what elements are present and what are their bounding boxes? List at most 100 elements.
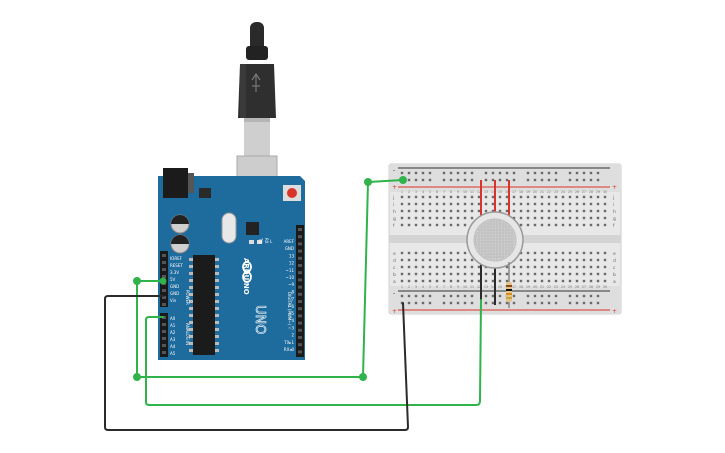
- breadboard-hole[interactable]: [540, 251, 544, 255]
- breadboard-hole[interactable]: [589, 272, 593, 276]
- breadboard-hole[interactable]: [540, 265, 544, 269]
- breadboard-hole[interactable]: [470, 265, 474, 269]
- rail-hole[interactable]: [407, 301, 411, 305]
- header-pin[interactable]: [298, 264, 302, 267]
- breadboard-hole[interactable]: [575, 279, 579, 283]
- rail-hole[interactable]: [554, 178, 558, 182]
- breadboard-hole[interactable]: [449, 251, 453, 255]
- breadboard-hole[interactable]: [596, 202, 600, 206]
- rail-hole[interactable]: [533, 178, 537, 182]
- rail-hole[interactable]: [582, 178, 586, 182]
- breadboard-hole[interactable]: [414, 251, 418, 255]
- breadboard-hole[interactable]: [547, 195, 551, 199]
- rail-hole[interactable]: [428, 171, 432, 175]
- breadboard-hole[interactable]: [484, 279, 488, 283]
- rail-hole[interactable]: [512, 178, 516, 182]
- breadboard-hole[interactable]: [456, 265, 460, 269]
- rail-hole[interactable]: [512, 301, 516, 305]
- breadboard-hole[interactable]: [456, 251, 460, 255]
- breadboard-hole[interactable]: [575, 258, 579, 262]
- breadboard-hole[interactable]: [561, 195, 565, 199]
- breadboard-hole[interactable]: [540, 202, 544, 206]
- breadboard-hole[interactable]: [561, 265, 565, 269]
- breadboard-hole[interactable]: [589, 223, 593, 227]
- breadboard-hole[interactable]: [414, 202, 418, 206]
- breadboard-hole[interactable]: [435, 216, 439, 220]
- rail-hole[interactable]: [547, 294, 551, 298]
- breadboard-hole[interactable]: [435, 209, 439, 213]
- rail-hole[interactable]: [596, 301, 600, 305]
- breadboard-hole[interactable]: [540, 195, 544, 199]
- header-pin[interactable]: [162, 303, 166, 306]
- breadboard-hole[interactable]: [589, 251, 593, 255]
- breadboard-hole[interactable]: [603, 279, 607, 283]
- breadboard-hole[interactable]: [533, 265, 537, 269]
- breadboard-hole[interactable]: [421, 279, 425, 283]
- breadboard-hole[interactable]: [589, 265, 593, 269]
- breadboard-hole[interactable]: [575, 195, 579, 199]
- breadboard-hole[interactable]: [533, 195, 537, 199]
- breadboard-hole[interactable]: [428, 209, 432, 213]
- breadboard-hole[interactable]: [470, 279, 474, 283]
- breadboard-hole[interactable]: [400, 251, 404, 255]
- breadboard-hole[interactable]: [463, 223, 467, 227]
- breadboard-hole[interactable]: [456, 209, 460, 213]
- rail-hole[interactable]: [407, 171, 411, 175]
- breadboard-hole[interactable]: [498, 279, 502, 283]
- breadboard-hole[interactable]: [442, 223, 446, 227]
- rail-hole[interactable]: [498, 171, 502, 175]
- header-pin[interactable]: [298, 249, 302, 253]
- breadboard-hole[interactable]: [533, 251, 537, 255]
- breadboard-hole[interactable]: [400, 202, 404, 206]
- breadboard-hole[interactable]: [456, 272, 460, 276]
- breadboard-hole[interactable]: [554, 272, 558, 276]
- rail-hole[interactable]: [575, 301, 579, 305]
- breadboard-hole[interactable]: [470, 209, 474, 213]
- rail-hole[interactable]: [449, 178, 453, 182]
- header-pin[interactable]: [162, 330, 166, 333]
- rail-hole[interactable]: [421, 294, 425, 298]
- breadboard-hole[interactable]: [526, 195, 530, 199]
- rail-hole[interactable]: [414, 301, 418, 305]
- breadboard-hole[interactable]: [526, 202, 530, 206]
- breadboard-hole[interactable]: [561, 209, 565, 213]
- usb-plug-icon[interactable]: [236, 22, 278, 193]
- breadboard-hole[interactable]: [540, 223, 544, 227]
- rail-hole[interactable]: [568, 178, 572, 182]
- breadboard-hole[interactable]: [519, 216, 523, 220]
- rail-hole[interactable]: [554, 301, 558, 305]
- breadboard-hole[interactable]: [589, 209, 593, 213]
- breadboard-hole[interactable]: [519, 258, 523, 262]
- breadboard-hole[interactable]: [449, 209, 453, 213]
- breadboard-hole[interactable]: [484, 202, 488, 206]
- rail-hole[interactable]: [470, 294, 474, 298]
- header-pin[interactable]: [298, 278, 302, 282]
- breadboard-hole[interactable]: [442, 209, 446, 213]
- breadboard-hole[interactable]: [498, 209, 502, 213]
- breadboard-hole[interactable]: [421, 202, 425, 206]
- breadboard-hole[interactable]: [554, 265, 558, 269]
- breadboard-hole[interactable]: [561, 216, 565, 220]
- rail-hole[interactable]: [533, 301, 537, 305]
- breadboard-hole[interactable]: [400, 279, 404, 283]
- breadboard-hole[interactable]: [512, 265, 516, 269]
- breadboard-hole[interactable]: [505, 195, 509, 199]
- rail-hole[interactable]: [484, 171, 488, 175]
- breadboard-hole[interactable]: [449, 258, 453, 262]
- breadboard-hole[interactable]: [603, 202, 607, 206]
- rail-hole[interactable]: [470, 171, 474, 175]
- digital-header[interactable]: [296, 225, 304, 357]
- breadboard-hole[interactable]: [442, 202, 446, 206]
- breadboard-hole[interactable]: [526, 272, 530, 276]
- breadboard-hole[interactable]: [407, 251, 411, 255]
- header-pin[interactable]: [298, 350, 302, 354]
- breadboard-hole[interactable]: [463, 216, 467, 220]
- breadboard-hole[interactable]: [582, 216, 586, 220]
- breadboard-hole[interactable]: [561, 272, 565, 276]
- header-pin[interactable]: [162, 296, 166, 299]
- breadboard-hole[interactable]: [540, 216, 544, 220]
- breadboard-hole[interactable]: [561, 251, 565, 255]
- breadboard-hole[interactable]: [512, 272, 516, 276]
- breadboard-hole[interactable]: [603, 258, 607, 262]
- rail-hole[interactable]: [540, 171, 544, 175]
